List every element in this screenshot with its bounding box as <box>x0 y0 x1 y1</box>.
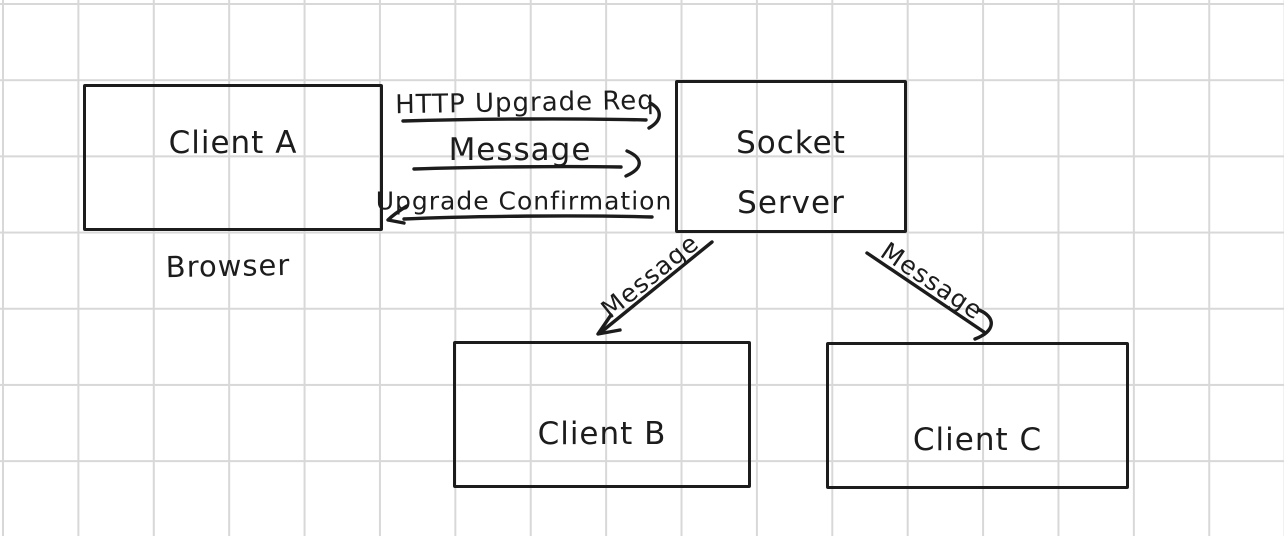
client-b-box: Client B <box>453 341 751 488</box>
socket-server-box: Socket Server <box>675 80 907 233</box>
message-to-client-b-arrowhead-icon <box>596 313 622 336</box>
message-to-server-arrow-line <box>412 164 623 171</box>
client-c-label: Client C <box>912 421 1043 458</box>
socket-server-label-line2: Server <box>737 184 845 221</box>
client-a-label: Client A <box>168 124 298 161</box>
upgrade-request-arrow-line <box>401 117 648 123</box>
upgrade-confirmation-label: Upgrade Confirmation <box>375 186 673 216</box>
upgrade-request-arrowhead-icon <box>647 101 661 130</box>
message-to-client-c-arrowhead-icon <box>973 308 993 341</box>
message-to-client-c-arrow-line <box>865 251 986 334</box>
upgrade-confirmation-arrowhead-icon <box>386 204 409 225</box>
browser-caption: Browser <box>165 247 291 285</box>
message-to-client-b-arrow-line <box>598 240 714 335</box>
upgrade-confirmation-arrow-line <box>402 214 654 221</box>
client-a-box: Client A <box>83 84 383 231</box>
client-b-label: Client B <box>537 415 667 452</box>
client-c-box: Client C <box>826 342 1129 489</box>
socket-server-label-line1: Socket <box>736 124 846 161</box>
upgrade-request-label: HTTP Upgrade Req <box>394 85 656 121</box>
message-to-server-label: Message <box>448 132 592 168</box>
message-to-server-arrowhead-icon <box>624 149 641 178</box>
